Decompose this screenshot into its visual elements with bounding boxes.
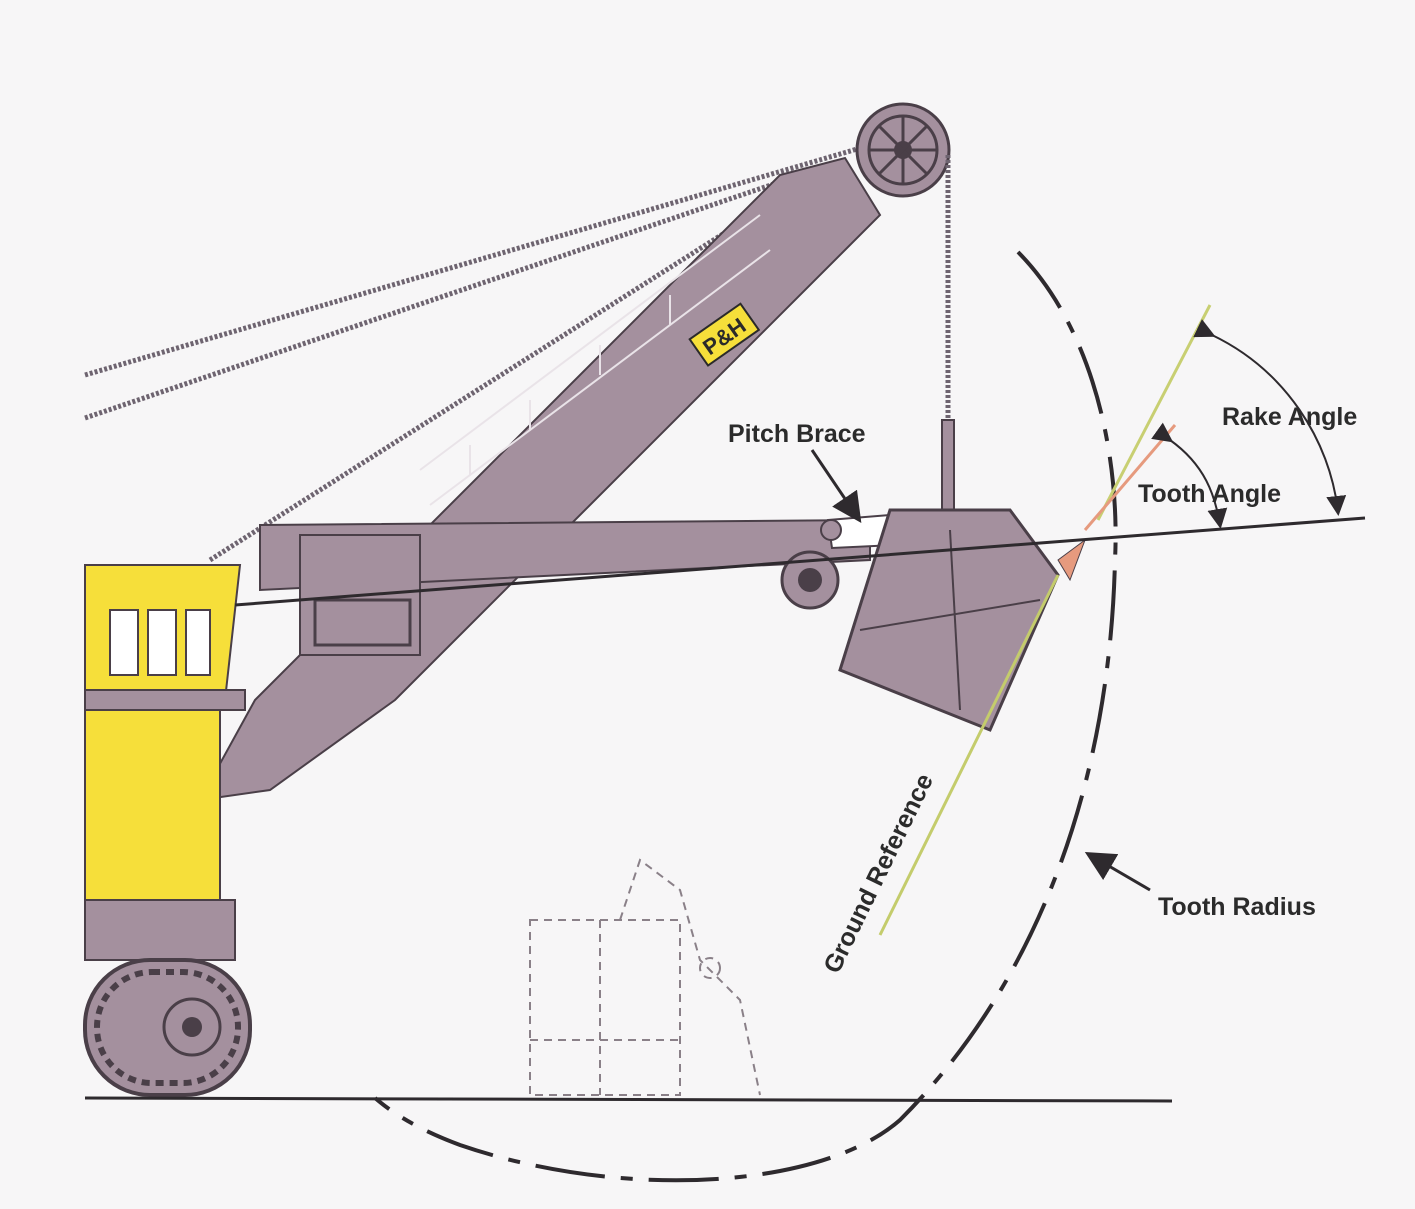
ground-line xyxy=(84,1096,1173,1103)
ground-reference-label: Ground Reference xyxy=(818,769,939,977)
tooth-radius-leader xyxy=(1084,851,1151,892)
pitch-brace-leader xyxy=(810,449,862,523)
boom-point-sheave xyxy=(855,102,951,198)
crawler-track xyxy=(83,958,252,1097)
machine-house xyxy=(84,564,246,961)
pitch-brace xyxy=(820,513,897,550)
tooth-radius-arc xyxy=(373,250,1118,1183)
suspension-ropes xyxy=(84,132,906,563)
rake-angle-label: Rake Angle xyxy=(1222,403,1357,431)
tooth-line xyxy=(1083,424,1177,531)
boom xyxy=(198,156,882,802)
tooth-angle-label: Tooth Angle xyxy=(1138,480,1281,508)
tooth-angle-arc xyxy=(1151,422,1228,529)
brand-logo: P&H xyxy=(688,302,761,367)
dipper-bucket xyxy=(838,508,1087,732)
hoist-rope xyxy=(941,155,955,516)
pitch-brace-label: Pitch Brace xyxy=(728,420,866,448)
rake-angle-arc xyxy=(1193,319,1347,516)
rake-line xyxy=(1096,304,1212,521)
handle-reference-line xyxy=(234,516,1366,607)
dipper-rest-position xyxy=(529,858,761,1096)
tooth-radius-label: Tooth Radius xyxy=(1158,893,1316,921)
ground-reference-line xyxy=(878,574,1060,936)
